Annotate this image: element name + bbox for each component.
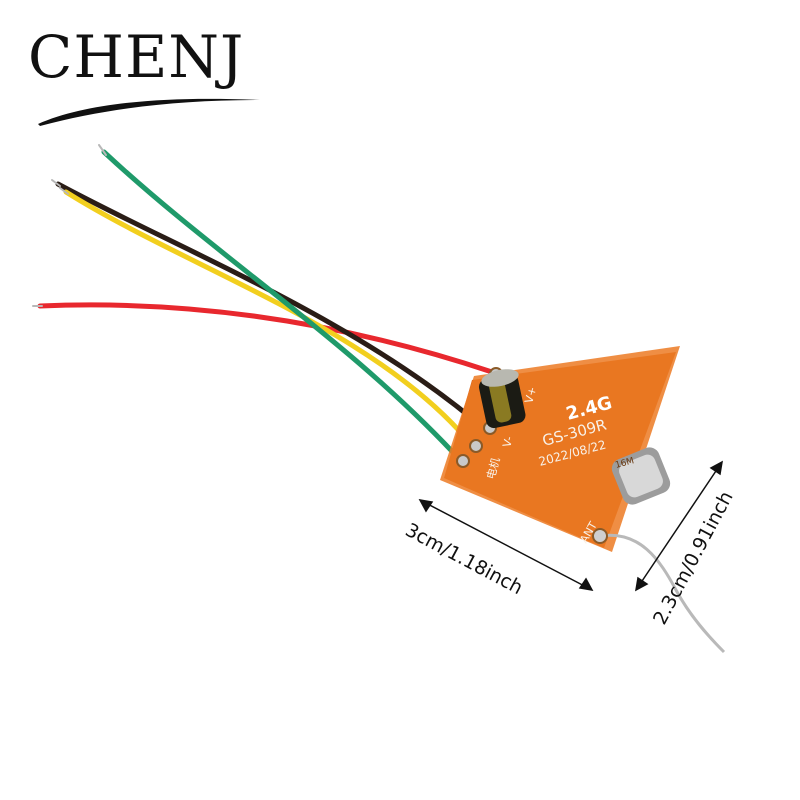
red-wire	[37, 302, 495, 375]
width-dimension-label: 2.3cm/0.91inch	[649, 488, 738, 629]
brand-logo: CHENJ	[28, 22, 268, 126]
board-vminus-label: V-	[500, 435, 515, 449]
capacitor-icon	[478, 369, 526, 429]
yellow-wire	[63, 189, 477, 451]
board-motor-label: 电机	[483, 456, 502, 481]
logo-swoosh-icon	[38, 98, 260, 126]
brand-logo-text: CHENJ	[28, 23, 245, 91]
width-dimension	[635, 460, 723, 592]
crystal-mark-label: 16M	[614, 456, 635, 471]
wire-bundle	[32, 144, 495, 465]
green-wire	[101, 149, 465, 465]
crystal-oscillator-icon: 16M	[611, 447, 671, 505]
board-vplus-label: V+	[522, 385, 539, 405]
length-dimension-label: 3cm/1.18inch	[402, 519, 527, 599]
length-dimension	[418, 499, 594, 591]
antenna-wire	[599, 533, 726, 654]
